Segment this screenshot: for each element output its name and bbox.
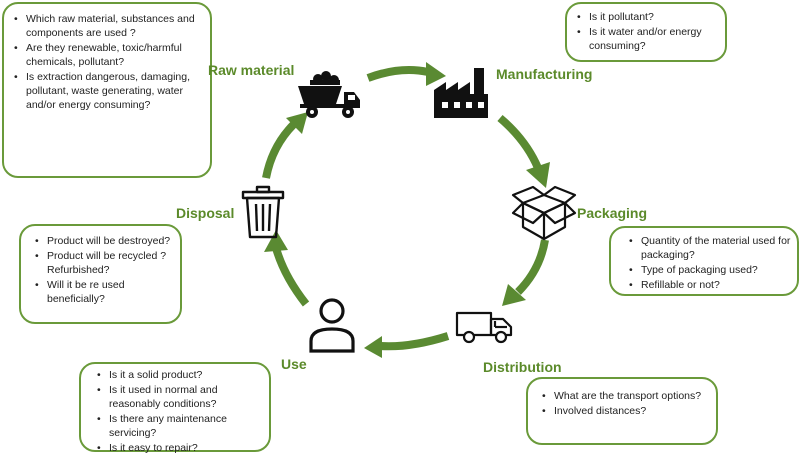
delivery-truck-icon <box>455 311 513 344</box>
arrow-manufacturing-to-packaging <box>497 114 542 170</box>
question-item: What are the transport options? <box>538 389 708 403</box>
question-item: Product will be destroyed? <box>31 234 174 248</box>
question-item: Type of packaging used? <box>625 263 791 277</box>
arrow-packaging-to-distribution <box>515 239 549 295</box>
stage-label-manufacturing: Manufacturing <box>496 66 593 82</box>
question-item: Product will be recycled ? Refurbished? <box>31 249 174 277</box>
arrow-use-to-disposal <box>272 246 310 307</box>
arrowhead-6 <box>286 112 308 134</box>
question-item: Is it water and/or energy consuming? <box>573 25 719 53</box>
question-item: Quantity of the material used for packag… <box>625 234 791 262</box>
arrow-distribution-to-use <box>379 332 450 351</box>
arrowhead-3 <box>502 284 526 306</box>
factory-icon <box>434 68 488 118</box>
arrow-disposal-to-raw <box>262 121 297 179</box>
arrowhead-4 <box>364 336 382 358</box>
question-item: Will it be re used beneficially? <box>31 278 174 306</box>
question-item: Is it used in normal and reasonably cond… <box>93 383 263 411</box>
question-item: Is there any maintenance servicing? <box>93 412 263 440</box>
disposal-questions: Product will be destroyed? Product will … <box>19 224 182 324</box>
dump-truck-icon <box>298 71 360 118</box>
open-box-icon <box>511 185 577 241</box>
manufacturing-questions: Is it pollutant? Is it water and/or ener… <box>565 2 727 62</box>
question-item: Is it easy to repair? <box>93 441 263 455</box>
arrow-raw-to-manufacturing <box>366 66 429 82</box>
question-item: Refillable or not? <box>625 278 791 292</box>
packaging-questions: Quantity of the material used for packag… <box>609 226 799 296</box>
question-item: Is extraction dangerous, damaging, pollu… <box>10 70 202 112</box>
use-questions: Is it a solid product? Is it used in nor… <box>79 362 271 455</box>
question-item: Involved distances? <box>538 404 708 418</box>
stage-label-disposal: Disposal <box>176 205 235 221</box>
question-item: Which raw material, substances and compo… <box>10 12 202 40</box>
question-item: Is it a solid product? <box>93 368 263 382</box>
question-item: Are they renewable, toxic/harmful chemic… <box>10 41 202 69</box>
arrowhead-2 <box>526 162 550 188</box>
trash-bin-icon <box>241 185 285 239</box>
person-icon <box>309 298 355 353</box>
distribution-questions: What are the transport options? Involved… <box>526 377 718 445</box>
stage-label-raw-material: Raw material <box>208 62 295 78</box>
arrowhead-1 <box>426 62 446 86</box>
stage-label-packaging: Packaging <box>577 205 648 221</box>
stage-label-distribution: Distribution <box>483 359 562 375</box>
arrowhead-5 <box>264 230 288 252</box>
question-item: Is it pollutant? <box>573 10 719 24</box>
raw-material-questions: Which raw material, substances and compo… <box>2 2 212 178</box>
stage-label-use: Use <box>281 356 307 372</box>
